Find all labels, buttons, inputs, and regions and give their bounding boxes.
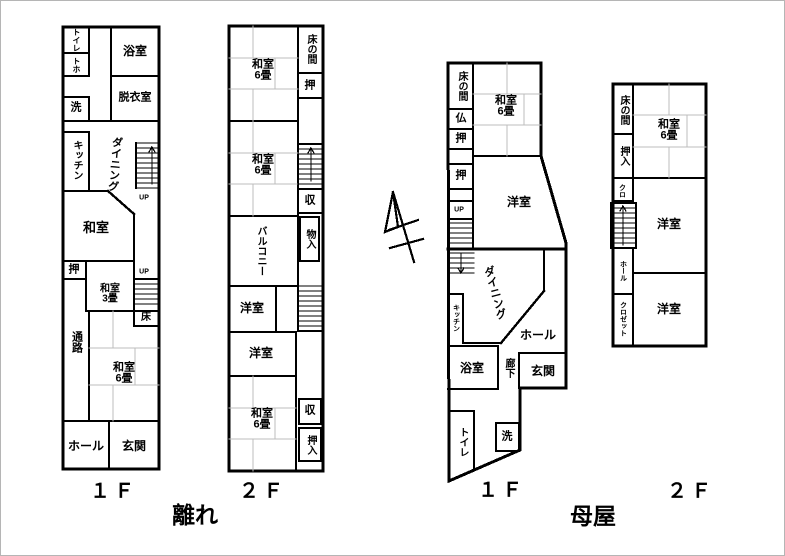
hanare-1f-entrance-label: 玄関 xyxy=(121,438,147,453)
hanare-2f-storage-b-label: 収 xyxy=(304,404,316,417)
omoya-1f-kitchen-label: キッチン xyxy=(452,304,460,332)
omoya-1f-closet-b-label: 押 xyxy=(455,169,467,182)
omoya-building-caption: 母屋 xyxy=(570,503,616,530)
omoya-1f-stairs-arrow xyxy=(457,252,465,274)
omoya-2f-walls xyxy=(609,82,708,348)
omoya-2f-washitsu6-label: 和室 6畳 xyxy=(658,118,680,142)
omoya-2f-western-a-label: 洋室 xyxy=(656,216,682,231)
hanare-2f-stairs-arrow xyxy=(307,147,315,182)
omoya-2f-closet-small-label: クロ xyxy=(618,184,626,198)
hanare-1f-closet-label: 押 xyxy=(68,263,80,276)
omoya-1f-laundry-label: 洗 xyxy=(501,430,513,443)
hanare-1f-hall-label: ホール xyxy=(67,438,105,453)
hanare-2f-storage-a-label: 収 xyxy=(304,194,316,207)
omoya-2f-stairs-arrow xyxy=(619,205,627,246)
hanare-1f-dressing-label: 脱衣室 xyxy=(118,91,152,104)
omoya-1f-washitsu6-label: 和室 6畳 xyxy=(495,94,517,118)
omoya-1f-tatami xyxy=(472,62,542,157)
hanare-2f-storage-closet-label: 物入 xyxy=(304,229,315,249)
omoya-1f-corridor-label: 廊下 xyxy=(503,358,514,378)
omoya-1f-stairs-up-label: UP xyxy=(454,206,464,214)
hanare-1f-toilet-sub-label: トホ xyxy=(72,57,81,73)
omoya-1f-toilet-label: トイレ xyxy=(457,427,468,457)
omoya-1f-western-label: 洋室 xyxy=(506,194,532,209)
hanare-1f-caption: １Ｆ xyxy=(90,480,138,503)
hanare-building-caption: 離れ xyxy=(172,502,218,529)
hanare-2f-washitsu6b-label: 和室 6畳 xyxy=(252,153,274,177)
hanare-1f-passage-label: 通路 xyxy=(70,331,83,353)
omoya-1f-tokonoma-label: 床の間 xyxy=(456,71,467,101)
hanare-1f-walls xyxy=(61,25,161,471)
hanare-1f-stairs-hatch xyxy=(133,142,160,305)
omoya-1f-closet-a-label: 押 xyxy=(455,132,467,145)
hanare-2f-washitsu6c-label: 和室 6畳 xyxy=(251,407,273,431)
omoya-2f-closet-label: クロゼット xyxy=(619,301,627,337)
hanare-1f-tatami xyxy=(88,310,160,422)
omoya-1f-entrance-label: 玄関 xyxy=(530,363,556,378)
omoya-2f-tatami xyxy=(632,83,707,179)
hanare-2f-closet-label: 押 xyxy=(304,79,316,92)
hanare-1f-stairs-arrow xyxy=(148,146,156,185)
north-arrow xyxy=(383,190,425,264)
hanare-2f-western-a-label: 洋室 xyxy=(239,300,265,315)
omoya-2f-western-b-label: 洋室 xyxy=(656,301,682,316)
omoya-2f-hall-label: ホール xyxy=(619,260,627,282)
omoya-1f-hall-label: ホール xyxy=(519,327,557,342)
hanare-2f-tokonoma-label: 床の間 xyxy=(305,34,316,64)
hanare-1f-kitchen-label: キッチン xyxy=(71,140,82,180)
hanare-1f-laundry-label: 洗 xyxy=(70,101,82,114)
omoya-1f-butsudan-label: 仏 xyxy=(455,112,467,125)
omoya-2f-tokonoma-label: 床の間 xyxy=(618,95,629,125)
hanare-1f-washitsu3-label: 和室 3畳 xyxy=(100,283,120,305)
hanare-1f-tokonoma-label: 床 xyxy=(141,311,151,323)
hanare-1f-washitsu6-label: 和室 6畳 xyxy=(113,361,135,385)
omoya-1f-bath-label: 浴室 xyxy=(459,360,485,375)
hanare-1f-toilet-label: トイレ xyxy=(72,28,81,52)
omoya-2f-caption: ２Ｆ xyxy=(667,480,715,503)
hanare-2f-washitsu6a-label: 和室 6畳 xyxy=(252,58,274,82)
hanare-2f-walls xyxy=(227,24,325,473)
hanare-1f-bath-label: 浴室 xyxy=(122,43,148,58)
hanare-2f-caption: ２Ｆ xyxy=(239,480,287,503)
hanare-2f-western-b-label: 洋室 xyxy=(248,345,274,360)
hanare-2f-oshiire-label: 押入 xyxy=(305,435,316,455)
omoya-2f-oshiire-label: 押入 xyxy=(618,146,629,166)
hanare-2f-balcony-label: バルコニー xyxy=(255,226,266,276)
omoya-1f-caption: １Ｆ xyxy=(478,479,526,502)
omoya-1f-walls xyxy=(446,61,568,484)
hanare-1f-stairs-up1-label: UP xyxy=(139,194,149,202)
hanare-2f-tatami xyxy=(228,25,299,472)
hanare-1f-washitsu-label: 和室 xyxy=(82,220,110,236)
hanare-1f-stairs-up2-label: UP xyxy=(139,268,149,276)
